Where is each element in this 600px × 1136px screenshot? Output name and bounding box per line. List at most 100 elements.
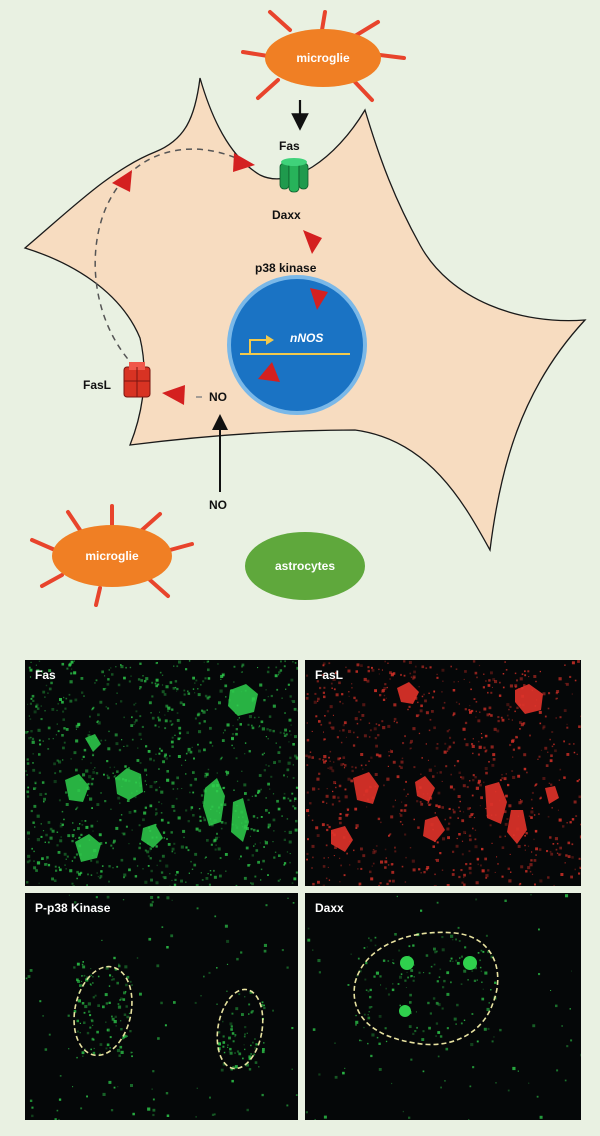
speckle: [469, 780, 471, 782]
speckle: [254, 1046, 257, 1050]
speckle: [295, 1094, 298, 1096]
speckle: [327, 857, 329, 859]
speckle: [107, 707, 110, 710]
speckle: [435, 1001, 439, 1005]
speckle: [222, 1035, 225, 1038]
speckle: [458, 703, 460, 705]
speckle: [275, 742, 277, 744]
speckle: [455, 938, 457, 941]
speckle: [374, 773, 378, 776]
speckle: [213, 838, 217, 842]
speckle: [580, 715, 581, 718]
speckle: [517, 774, 521, 778]
speckle: [194, 852, 198, 856]
speckle: [294, 735, 297, 739]
speckle: [28, 666, 31, 669]
speckle: [37, 728, 41, 732]
speckle: [476, 1040, 479, 1043]
speckle: [120, 814, 123, 816]
speckle: [244, 1033, 246, 1036]
speckle: [263, 752, 265, 754]
speckle: [488, 761, 490, 763]
speckle: [65, 728, 69, 731]
speckle: [247, 723, 250, 726]
arrow-loop-top: [112, 170, 132, 192]
speckle: [295, 786, 298, 789]
speckle: [222, 1041, 226, 1044]
speckle: [566, 822, 568, 824]
speckle: [179, 737, 182, 739]
speckle: [90, 1018, 93, 1022]
speckle: [434, 859, 437, 861]
speckle: [439, 1035, 443, 1038]
speckle: [504, 835, 506, 838]
fas-label: Fas: [279, 139, 300, 153]
speckle: [235, 1007, 239, 1011]
speckle: [494, 871, 496, 873]
speckle: [323, 695, 326, 699]
speckle: [89, 1026, 92, 1029]
speckle: [372, 849, 375, 851]
speckle: [62, 710, 65, 713]
speckle: [92, 706, 95, 709]
speckle: [326, 788, 328, 790]
speckle: [154, 724, 157, 727]
speckle: [430, 933, 432, 935]
speckle: [374, 944, 377, 947]
speckle: [70, 660, 74, 664]
speckle: [401, 757, 404, 760]
speckle: [194, 682, 196, 684]
speckle: [252, 1041, 254, 1044]
speckle: [130, 1051, 133, 1054]
speckle: [177, 816, 181, 820]
speckle: [206, 709, 208, 711]
speckle: [33, 787, 36, 790]
speckle: [109, 1036, 112, 1039]
speckle: [158, 801, 160, 803]
speckle: [244, 742, 247, 744]
speckle: [167, 843, 171, 846]
speckle: [292, 743, 295, 746]
speckle: [332, 795, 336, 799]
speckle: [30, 736, 32, 739]
speckle: [153, 781, 157, 784]
speckle: [209, 1096, 211, 1099]
speckle: [167, 710, 169, 712]
speckle: [360, 847, 363, 851]
speckle: [260, 868, 263, 871]
speckle: [454, 764, 456, 767]
speckle: [106, 895, 110, 899]
speckle: [267, 666, 270, 669]
speckle: [48, 1033, 51, 1036]
speckle: [450, 957, 453, 960]
speckle: [432, 997, 436, 1000]
speckle: [54, 772, 57, 775]
speckle: [83, 695, 85, 697]
speckle: [204, 694, 208, 698]
speckle: [487, 950, 490, 954]
speckle: [425, 954, 429, 957]
speckle: [400, 973, 403, 975]
speckle: [231, 736, 234, 740]
speckle: [200, 872, 202, 874]
speckle: [90, 968, 92, 970]
speckle: [363, 947, 366, 949]
speckle: [111, 1017, 115, 1021]
speckle: [102, 1092, 106, 1096]
speckle: [529, 863, 533, 867]
speckle: [464, 832, 466, 834]
speckle: [278, 674, 280, 676]
speckle: [463, 678, 465, 680]
speckle: [312, 949, 314, 951]
speckle: [138, 846, 141, 850]
speckle: [287, 897, 289, 899]
speckle: [443, 750, 447, 754]
speckle: [140, 679, 144, 682]
speckle: [480, 796, 483, 800]
speckle: [315, 826, 319, 830]
speckle: [107, 747, 111, 751]
speckle: [306, 809, 310, 813]
speckle: [320, 723, 323, 726]
speckle: [59, 824, 63, 828]
speckle: [481, 869, 485, 873]
